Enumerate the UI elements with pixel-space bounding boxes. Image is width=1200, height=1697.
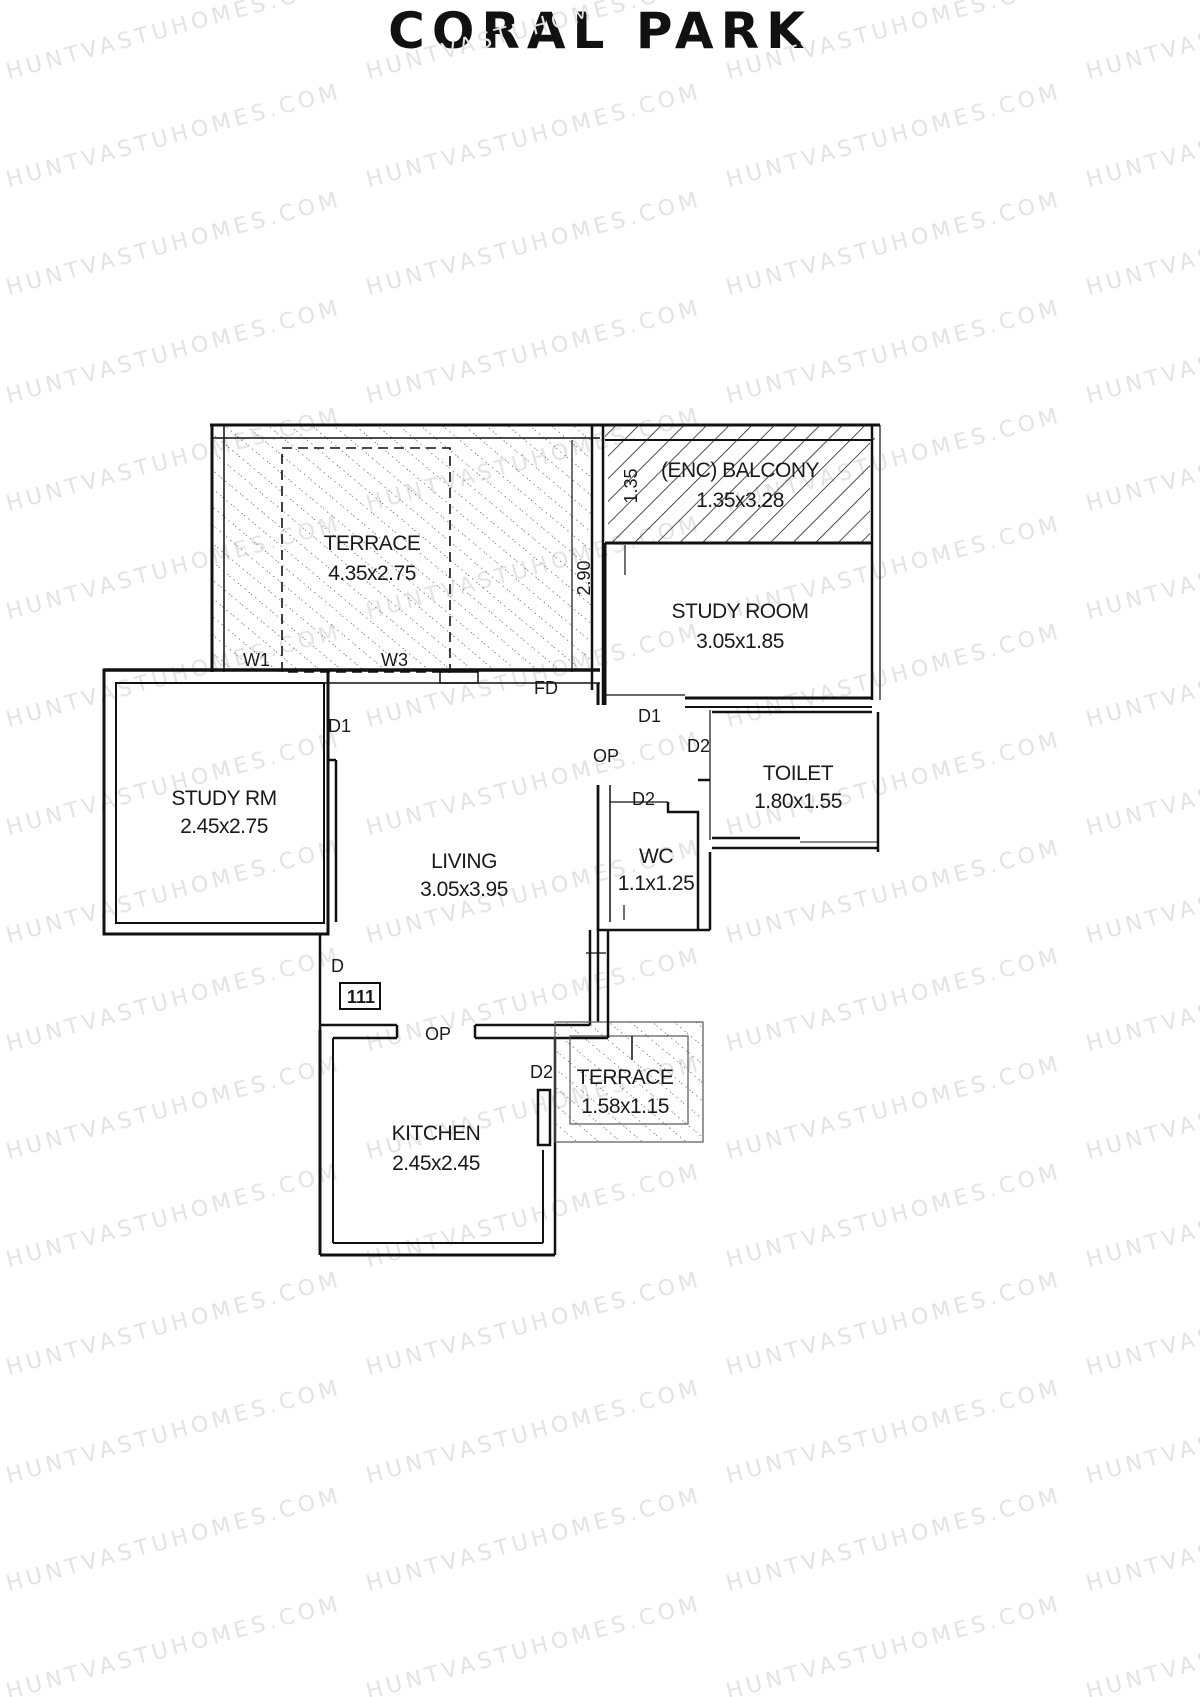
window-w1-label: W1 [243,650,270,670]
room-name-kitchen: KITCHEN [392,1122,481,1145]
room-name-terrace-small: TERRACE [577,1066,674,1089]
study-room-top [603,543,872,708]
room-name-study-room: STUDY ROOM [672,600,809,623]
door-d-main-label: D [331,956,344,976]
room-name-terrace: TERRACE [324,532,421,555]
terrace-small [554,930,704,1143]
room-name-toilet: TOILET [763,762,834,785]
room-name-living: LIVING [431,850,497,873]
dimension-balcony-depth: 1.35 [621,468,641,503]
study-rm-left [102,668,600,936]
door-d2-wc-label: D2 [632,789,655,809]
room-name-wc: WC [639,845,673,868]
toilet [709,710,880,852]
door-d1-study-rm-label: D1 [328,716,351,736]
room-size-terrace: 4.35x2.75 [328,562,416,585]
door-d2-toilet-label: D2 [687,736,710,756]
room-size-kitchen: 2.45x2.45 [392,1152,480,1175]
opening-op-upper-label: OP [593,746,619,766]
unit-number: 111 [347,987,375,1007]
door-d1-study-room-label: D1 [638,706,661,726]
room-name-study-rm: STUDY RM [171,787,276,810]
page-title: CORAL PARK [388,2,812,60]
room-name-balcony: (ENC) BALCONY [661,459,820,482]
opening-op-lower-label: OP [425,1024,451,1044]
room-size-balcony: 1.35x3.28 [696,489,784,512]
terrace-large [210,423,880,705]
window-w3-label: W3 [381,650,408,670]
room-size-toilet: 1.80x1.55 [754,790,842,813]
door-d2-kitchen-label: D2 [530,1062,553,1082]
door-fd-label: FD [534,678,558,698]
room-size-study-room: 3.05x1.85 [696,630,784,653]
room-size-living: 3.05x3.95 [420,878,508,901]
room-size-terrace-small: 1.58x1.15 [581,1095,669,1118]
kitchen [318,1030,557,1257]
room-size-wc: 1.1x1.25 [618,872,695,895]
room-size-study-rm: 2.45x2.75 [180,815,268,838]
dimension-terrace-depth: 2.90 [574,560,594,595]
enclosed-balcony [605,425,881,700]
